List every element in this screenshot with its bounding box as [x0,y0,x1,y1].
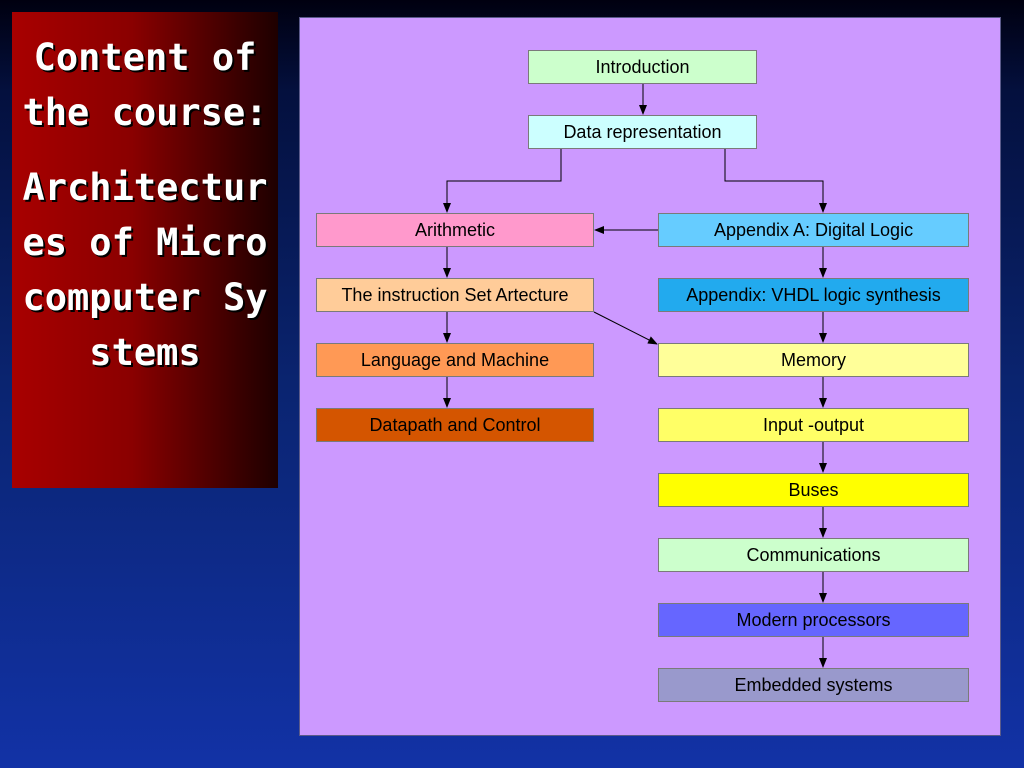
node-instruction-set: The instruction Set Artecture [316,278,594,312]
arrow-data-representation-to-arithmetic [443,149,562,213]
node-label: The instruction Set Artecture [341,285,569,305]
title-panel: Content of the course: Architectures of … [12,12,278,488]
connector-layer [443,84,827,668]
node-appendix-vhdl: Appendix: VHDL logic synthesis [658,278,969,312]
node-label: Appendix: VHDL logic synthesis [686,285,941,305]
arrow-instruction-set-to-memory [593,311,658,345]
node-label: Memory [780,350,846,370]
course-flowchart: Introduction Data representation Arithme… [299,17,1001,736]
node-input-output: Input -output [658,408,969,442]
node-modern-processors: Modern processors [658,603,969,637]
node-label: Modern processors [736,610,891,630]
node-arithmetic: Arithmetic [316,213,594,247]
node-label: Datapath and Control [369,415,541,435]
node-label: Arithmetic [414,220,495,240]
arrow-data-representation-to-appendix-a [724,149,827,213]
node-appendix-a: Appendix A: Digital Logic [658,213,969,247]
node-datapath-control: Datapath and Control [316,408,594,442]
slide-subheading: Architectures of Microcomputer Systems [22,166,268,374]
node-communications: Communications [658,538,969,572]
node-label: Data representation [563,122,722,142]
slide-heading: Content of the course: [22,36,268,134]
node-label: Introduction [595,57,690,77]
node-label: Communications [746,545,881,565]
node-data-representation: Data representation [528,115,757,149]
node-label: Input -output [762,415,865,435]
node-buses: Buses [658,473,969,507]
node-introduction: Introduction [528,50,757,84]
node-label: Embedded systems [734,675,893,695]
node-embedded-systems: Embedded systems [658,668,969,702]
node-memory: Memory [658,343,969,377]
node-label: Language and Machine [360,350,550,370]
node-label: Appendix A: Digital Logic [713,220,914,240]
node-language-machine: Language and Machine [316,343,594,377]
node-label: Buses [788,480,839,500]
